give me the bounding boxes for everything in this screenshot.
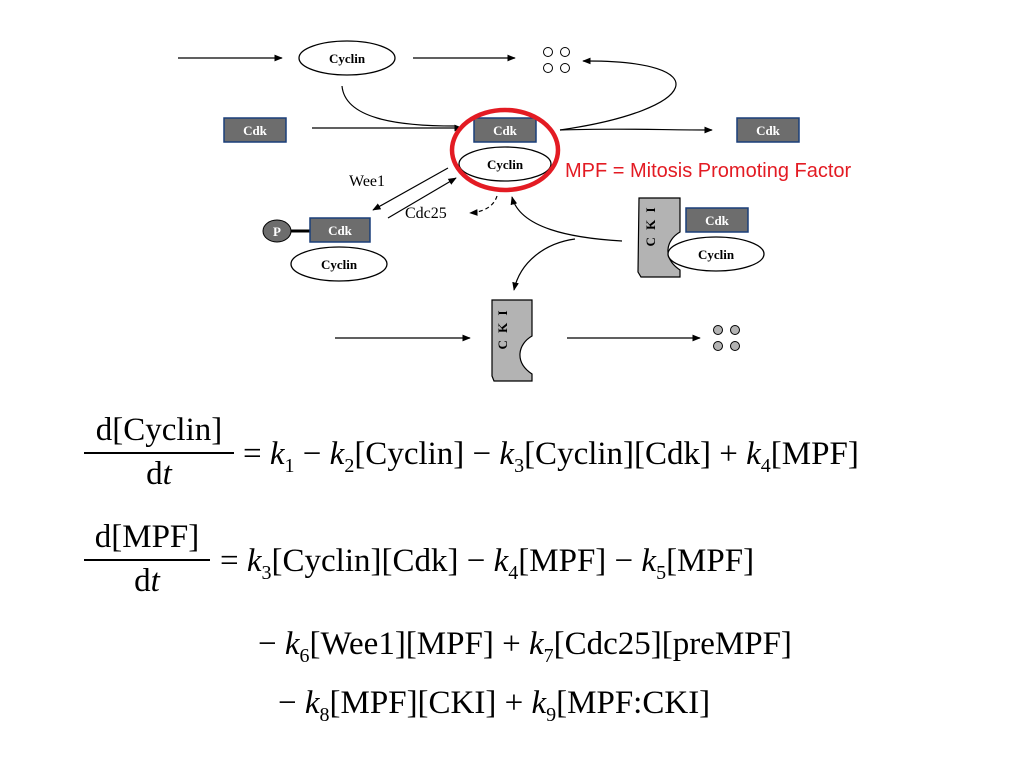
cyclin-binding-arrow bbox=[341, 85, 456, 127]
rate-constant-index: 4 bbox=[508, 562, 519, 584]
phosphate-icon bbox=[262, 219, 292, 243]
rate-constant: k bbox=[499, 436, 515, 472]
cdc25-label: Cdc25 bbox=[405, 205, 447, 222]
cyclin-top-node: Cyclin bbox=[298, 40, 396, 76]
eq2-denominator: dt bbox=[134, 562, 160, 599]
cki-free-node: C K I bbox=[491, 299, 533, 382]
phospho-label: P bbox=[273, 224, 281, 239]
eq2-rhs: = k3[Cyclin][Cdk] − k4[MPF] − k5[MPF] bbox=[220, 543, 755, 584]
rate-constant-index: 8 bbox=[319, 704, 330, 726]
mpf-complex-node: Cdk Cyclin bbox=[458, 117, 552, 182]
eq1-denominator: dt bbox=[146, 455, 172, 492]
rate-constant-index: 7 bbox=[543, 645, 554, 667]
cki-release-arrow bbox=[512, 238, 576, 291]
cki-free-label: C K I bbox=[495, 308, 510, 349]
cdk-left-label: Cdk bbox=[243, 123, 268, 138]
cki-binding-arrow bbox=[510, 196, 623, 242]
eq2-fraction: d[MPF] dt bbox=[84, 519, 210, 601]
cdc25-dashed-arrow bbox=[469, 195, 498, 216]
degradation-dots-icon bbox=[543, 47, 570, 73]
cdk-left-node: Cdk bbox=[223, 117, 287, 143]
rate-constant: k bbox=[284, 626, 300, 662]
eq-text: [MPF:CKI] bbox=[556, 685, 711, 721]
eq-text: − bbox=[278, 685, 305, 721]
rate-constant-index: 3 bbox=[261, 562, 272, 584]
cyclin-center-label: Cyclin bbox=[487, 157, 524, 172]
eq-text: = bbox=[243, 436, 270, 472]
eq-text: = bbox=[220, 543, 247, 579]
rate-constant: k bbox=[493, 543, 509, 579]
rate-constant: k bbox=[329, 436, 345, 472]
eq-text: [Cyclin][Cdk] − bbox=[271, 543, 494, 579]
rate-constant-index: 5 bbox=[656, 562, 667, 584]
eq2-numerator: d[MPF] bbox=[94, 519, 200, 555]
eq-text: − bbox=[258, 626, 285, 662]
eq-text: [MPF][CKI] + bbox=[329, 685, 532, 721]
cdk-complex-label: Cdk bbox=[705, 213, 730, 228]
rate-constant-index: 9 bbox=[546, 704, 557, 726]
rate-constant-index: 1 bbox=[284, 455, 295, 477]
eq-text: − bbox=[294, 436, 330, 472]
degradation-dots-icon bbox=[713, 325, 740, 351]
rate-constant: k bbox=[304, 685, 320, 721]
mpf-degradation-arrow bbox=[559, 126, 713, 134]
rate-constant: k bbox=[746, 436, 761, 472]
cdk-right-label: Cdk bbox=[756, 123, 781, 138]
wee1-label: Wee1 bbox=[349, 173, 385, 190]
cdk-right-node: Cdk bbox=[736, 117, 800, 143]
eq1-numerator: d[Cyclin] bbox=[95, 412, 223, 448]
eq2-fraction-bar bbox=[84, 558, 210, 561]
rate-constant-index: 3 bbox=[514, 455, 525, 477]
rate-constant-index: 4 bbox=[760, 455, 771, 477]
eq1-rhs: = k1 − k2[Cyclin] − k3[Cyclin][Cdk] + k4… bbox=[243, 436, 859, 477]
cdk-phospho-label: Cdk bbox=[328, 223, 353, 238]
eq-text: [Cyclin][Cdk] + bbox=[524, 436, 747, 472]
mpf-note: MPF = Mitosis Promoting Factor bbox=[565, 160, 852, 182]
rate-constant: k bbox=[246, 543, 262, 579]
cki-complex-label: C K I bbox=[643, 205, 658, 246]
rate-constant: k bbox=[269, 436, 285, 472]
eq-text: [Cdc25][preMPF] bbox=[553, 626, 792, 662]
eq-text: [Cyclin] − bbox=[354, 436, 500, 472]
rate-constant-index: 2 bbox=[344, 455, 355, 477]
eq-text: [MPF] bbox=[666, 543, 755, 579]
eq-text: [MPF] bbox=[770, 436, 859, 472]
eq4-rhs: − k8[MPF][CKI] + k9[MPF:CKI] bbox=[278, 685, 711, 726]
cyclin-complex-label: Cyclin bbox=[698, 247, 735, 262]
cell-cycle-diagram: Cyclin Cdk Cdk Cyclin MPF = Mitosis Prom… bbox=[178, 40, 852, 382]
mpf-highlight-circle bbox=[449, 107, 561, 193]
cyclin-release-arrow bbox=[559, 57, 677, 131]
rate-constant: k bbox=[531, 685, 547, 721]
eq1-fraction: d[Cyclin] dt bbox=[84, 412, 234, 494]
cyclin-top-label: Cyclin bbox=[329, 51, 366, 66]
rate-constant: k bbox=[641, 543, 657, 579]
eq3-rhs: − k6[Wee1][MPF] + k7[Cdc25][preMPF] bbox=[258, 626, 792, 667]
cki-complex-node: C K I Cdk Cyclin bbox=[637, 197, 765, 278]
wee1-arrow bbox=[372, 167, 449, 211]
rate-constant-index: 6 bbox=[299, 645, 310, 667]
eq-text: [Wee1][MPF] + bbox=[309, 626, 529, 662]
cyclin-phospho-label: Cyclin bbox=[321, 257, 358, 272]
rate-constant: k bbox=[528, 626, 544, 662]
cdk-center-label: Cdk bbox=[493, 123, 518, 138]
phospho-complex-node: P Cdk Cyclin bbox=[262, 217, 388, 282]
eq-text: [MPF] − bbox=[518, 543, 642, 579]
eq1-fraction-bar bbox=[84, 451, 234, 454]
reverse-arrow bbox=[387, 177, 457, 219]
